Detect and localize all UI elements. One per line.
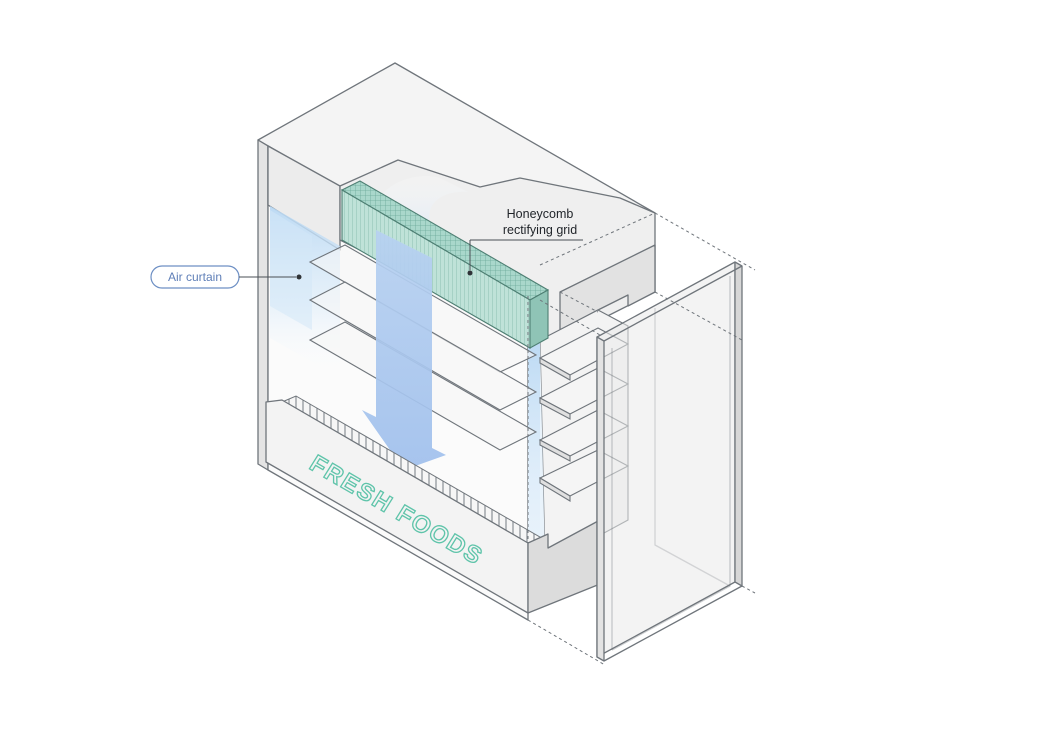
down-arrow-icon [362, 230, 446, 470]
honeycomb-dot [467, 270, 473, 276]
honeycomb-label-line2: rectifying grid [503, 223, 577, 237]
honeycomb-callout: Honeycomb rectifying grid [467, 207, 583, 276]
honeycomb-label-line1: Honeycomb [507, 207, 574, 221]
air-curtain-label: Air curtain [168, 270, 222, 284]
dashed-guides [527, 212, 756, 666]
honeycomb-grid [340, 180, 550, 349]
air-curtain-right [528, 340, 540, 550]
air-curtain-dot [296, 274, 302, 280]
air-curtain-callout: Air curtain [150, 265, 302, 289]
end-panel [596, 261, 743, 662]
